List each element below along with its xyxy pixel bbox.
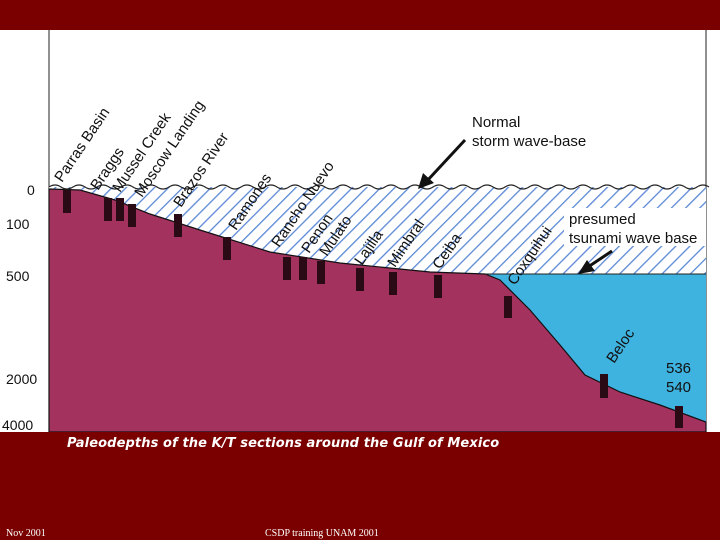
section-column xyxy=(434,275,442,298)
tsunami-wave-base-label-line1: presumed xyxy=(569,211,636,228)
depth-label: 500 xyxy=(6,268,30,284)
depth-label: 100 xyxy=(6,216,30,232)
section-columns xyxy=(63,190,683,428)
footer-date: Nov 2001 xyxy=(6,528,46,539)
section-column xyxy=(600,374,608,398)
site-label-536: 536 xyxy=(666,360,691,377)
section-column xyxy=(116,198,124,221)
section-column xyxy=(299,257,307,280)
depth-label: 0 xyxy=(27,182,35,198)
section-column xyxy=(504,296,512,318)
sea-surface xyxy=(48,184,710,190)
storm-arrow-shaft xyxy=(424,138,467,184)
site-label-540: 540 xyxy=(666,379,691,396)
tsunami-label-backdrop xyxy=(564,208,706,246)
storm-arrow-head xyxy=(418,173,434,189)
tsunami-arrow-shaft xyxy=(587,249,613,269)
section-column xyxy=(389,272,397,295)
depth-axis: 0 100 500 2000 4000 xyxy=(2,182,37,433)
storm-wave-base-label-line1: Normal xyxy=(472,114,520,131)
section-column xyxy=(128,204,136,227)
tsunami-arrow-head xyxy=(578,260,595,274)
section-column xyxy=(104,198,112,221)
figure-caption: Paleodepths of the K/T sections around t… xyxy=(67,436,500,451)
section-column xyxy=(223,237,231,260)
section-column xyxy=(356,268,364,291)
tsunami-wave-base-label-line2: tsunami wave base xyxy=(569,230,697,247)
deep-water xyxy=(485,274,706,432)
footer-course: CSDP training UNAM 2001 xyxy=(265,528,379,539)
section-column xyxy=(63,190,71,213)
depth-label: 2000 xyxy=(6,371,37,387)
storm-wave-base-label-line2: storm wave-base xyxy=(472,133,586,150)
section-column xyxy=(317,261,325,284)
seafloor xyxy=(48,188,707,433)
section-column xyxy=(283,257,291,280)
paleodepth-diagram: 0 100 500 2000 4000 Parras Basin Braggs … xyxy=(0,30,720,433)
depth-label: 4000 xyxy=(2,417,33,432)
hatched-water-zone xyxy=(49,187,706,274)
section-column xyxy=(675,406,683,428)
section-column xyxy=(174,214,182,237)
